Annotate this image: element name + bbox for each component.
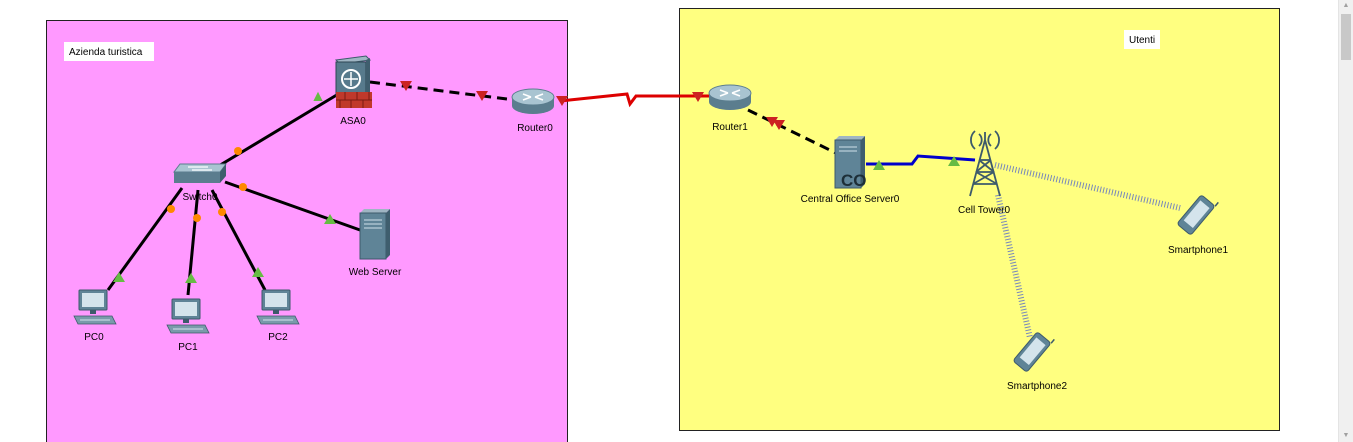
link-switch-webserver[interactable] xyxy=(224,180,361,232)
link-wait-indicator xyxy=(234,147,242,155)
link-asa-router0[interactable] xyxy=(369,80,516,102)
cell-tower[interactable]: Cell Tower0 xyxy=(958,130,1010,216)
link-wait-indicator xyxy=(239,183,247,191)
router0[interactable]: Router0 xyxy=(511,88,555,134)
router1-label: Router1 xyxy=(712,122,748,133)
smartphone-icon xyxy=(1013,332,1055,372)
link-up-indicator xyxy=(113,272,125,282)
link-indicators xyxy=(113,81,960,283)
webserver-label: Web Server xyxy=(349,267,402,278)
link-switch-pc0[interactable] xyxy=(106,187,184,291)
switch-icon xyxy=(173,163,227,183)
pc-icon xyxy=(73,289,117,325)
pc2-label: PC2 xyxy=(268,332,288,343)
zone-utenti[interactable] xyxy=(679,8,1280,431)
link-down-indicator xyxy=(556,96,568,106)
phone1-label: Smartphone1 xyxy=(1168,245,1228,256)
phone2-label: Smartphone2 xyxy=(1007,381,1067,392)
central-office-server-icon: CO xyxy=(834,136,867,190)
link-up-indicator xyxy=(873,160,885,170)
asa-firewall[interactable]: ASA0 xyxy=(334,55,372,127)
zone-azienda-turistica[interactable] xyxy=(46,20,568,442)
zone-label-bg-right xyxy=(1124,30,1160,49)
switch0[interactable]: Switch0 xyxy=(173,163,227,203)
smartphone1[interactable]: Smartphone1 xyxy=(1168,191,1228,256)
vertical-scrollbar[interactable]: ▲ ▼ xyxy=(1338,0,1353,442)
link-down-indicator xyxy=(400,81,412,91)
link-up-indicator xyxy=(313,91,323,101)
scroll-up-arrow-icon[interactable]: ▲ xyxy=(1342,2,1350,9)
link-down-indicator xyxy=(773,120,785,130)
link-up-indicator xyxy=(324,214,336,224)
server-icon xyxy=(359,209,390,260)
central-office-server[interactable]: CO Central Office Server0 xyxy=(801,136,900,205)
link-serial-router0-router1[interactable] xyxy=(559,92,712,108)
pc1-label: PC1 xyxy=(178,342,198,353)
asa-label: ASA0 xyxy=(340,116,366,127)
scroll-down-arrow-icon[interactable]: ▼ xyxy=(1342,432,1350,439)
tower-label: Cell Tower0 xyxy=(958,205,1010,216)
link-up-indicator xyxy=(252,267,264,277)
switch0-label: Switch0 xyxy=(182,192,217,203)
zone-label-azienda: Azienda turistica xyxy=(69,47,143,58)
smartphone2[interactable]: Smartphone2 xyxy=(1007,328,1067,392)
router-icon xyxy=(708,84,752,110)
link-wait-indicator xyxy=(193,214,201,222)
link-wireless-tower-phone2[interactable] xyxy=(995,194,1033,339)
link-up-indicator xyxy=(185,273,197,283)
coserver-label: Central Office Server0 xyxy=(801,194,900,205)
co-badge: CO xyxy=(841,171,867,190)
cell-tower-icon xyxy=(969,130,1001,197)
web-server[interactable]: Web Server xyxy=(349,209,402,278)
firewall-icon xyxy=(334,55,372,108)
link-down-indicator xyxy=(766,117,778,127)
smartphone-icon xyxy=(1177,195,1219,235)
link-down-indicator xyxy=(692,92,704,102)
link-wait-indicator xyxy=(167,205,175,213)
link-router1-coserver[interactable] xyxy=(747,108,841,157)
pc2[interactable]: PC2 xyxy=(256,289,300,343)
link-wait-indicator xyxy=(218,208,226,216)
zone-label-utenti: Utenti xyxy=(1129,35,1155,46)
pc1[interactable]: PC1 xyxy=(166,298,210,353)
pc0[interactable]: PC0 xyxy=(73,289,117,343)
scroll-thumb[interactable] xyxy=(1341,14,1351,60)
router1[interactable]: Router1 xyxy=(708,84,752,133)
link-coax-coserver-tower[interactable] xyxy=(866,154,976,166)
pc-icon xyxy=(256,289,300,325)
pc0-label: PC0 xyxy=(84,332,104,343)
link-asa-switch[interactable] xyxy=(211,91,341,172)
pc-icon xyxy=(166,298,210,334)
zone-label-bg-left xyxy=(64,42,154,61)
router-icon xyxy=(511,88,555,114)
router0-label: Router0 xyxy=(517,123,553,134)
link-up-indicator xyxy=(948,156,960,166)
link-down-indicator xyxy=(476,91,488,101)
